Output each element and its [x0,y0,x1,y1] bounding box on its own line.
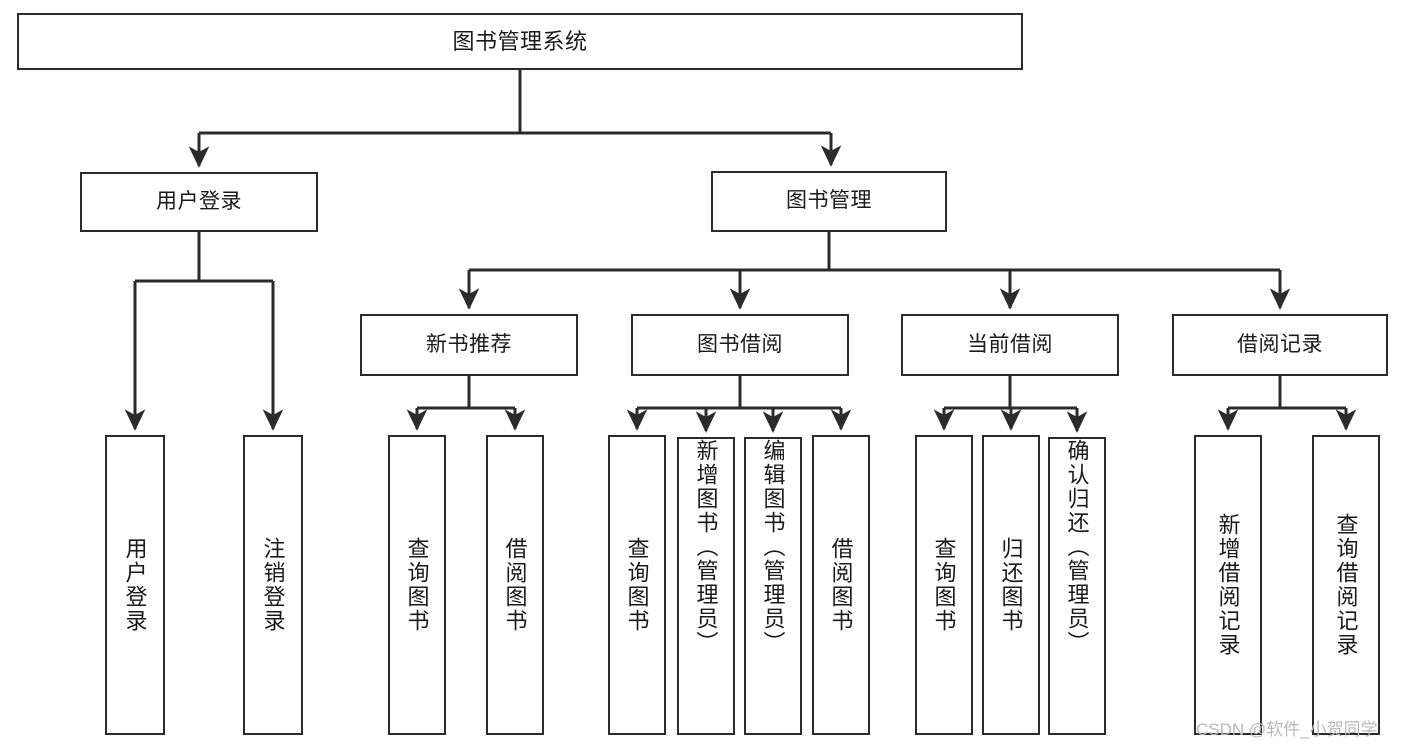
node-book-manage-label: 图书管理 [786,189,872,213]
node-user-login-label: 用户登录 [156,189,242,213]
node-leaf-query-book-borrow-label: 查询图书 [624,537,650,633]
node-leaf-confirm-return-admin[interactable]: 确认归还（管理员） [1048,437,1106,735]
node-borrow-record-label: 借阅记录 [1237,332,1323,356]
node-leaf-query-borrow-record[interactable]: 查询借阅记录 [1312,435,1380,735]
node-current-borrow[interactable]: 当前借阅 [901,314,1119,376]
node-leaf-query-book-current-label: 查询图书 [931,537,957,633]
node-leaf-add-book-admin[interactable]: 新增图书（管理员） [677,437,735,735]
node-leaf-logout-login[interactable]: 注销登录 [243,435,303,735]
node-book-borrow[interactable]: 图书借阅 [631,314,849,376]
csdn-watermark: CSDN @软件_小贺同学 [1196,720,1378,739]
node-leaf-borrow-book-recommend-label: 借阅图书 [502,537,528,633]
node-leaf-return-book-label: 归还图书 [998,537,1024,633]
node-current-borrow-label: 当前借阅 [967,332,1053,356]
node-root-label: 图书管理系统 [452,28,588,54]
node-leaf-borrow-book-borrow-label: 借阅图书 [828,537,854,633]
node-book-manage[interactable]: 图书管理 [711,171,947,232]
node-leaf-edit-book-admin-label: 编辑图书（管理员） [760,439,786,655]
node-leaf-return-book[interactable]: 归还图书 [982,435,1040,735]
node-leaf-query-book-recommend-label: 查询图书 [404,537,430,633]
node-new-book-recommend-label: 新书推荐 [426,332,512,356]
node-leaf-user-login-label: 用户登录 [122,537,148,633]
node-user-login[interactable]: 用户登录 [80,172,318,232]
node-leaf-query-book-current[interactable]: 查询图书 [915,435,973,735]
node-leaf-borrow-book-borrow[interactable]: 借阅图书 [812,435,870,735]
node-root-system[interactable]: 图书管理系统 [17,13,1023,70]
node-leaf-edit-book-admin[interactable]: 编辑图书（管理员） [744,437,802,735]
node-leaf-user-login[interactable]: 用户登录 [105,435,165,735]
node-leaf-query-book-recommend[interactable]: 查询图书 [388,435,446,735]
node-leaf-borrow-book-recommend[interactable]: 借阅图书 [486,435,544,735]
node-leaf-logout-login-label: 注销登录 [260,537,286,633]
node-leaf-add-book-admin-label: 新增图书（管理员） [693,439,719,655]
node-leaf-add-borrow-record-label: 新增借阅记录 [1215,513,1241,657]
node-leaf-add-borrow-record[interactable]: 新增借阅记录 [1194,435,1262,735]
node-borrow-record[interactable]: 借阅记录 [1172,314,1388,376]
node-new-book-recommend[interactable]: 新书推荐 [360,314,578,376]
node-leaf-query-borrow-record-label: 查询借阅记录 [1333,513,1359,657]
node-book-borrow-label: 图书借阅 [697,332,783,356]
node-leaf-confirm-return-admin-label: 确认归还（管理员） [1064,439,1090,655]
node-leaf-query-book-borrow[interactable]: 查询图书 [608,435,666,735]
